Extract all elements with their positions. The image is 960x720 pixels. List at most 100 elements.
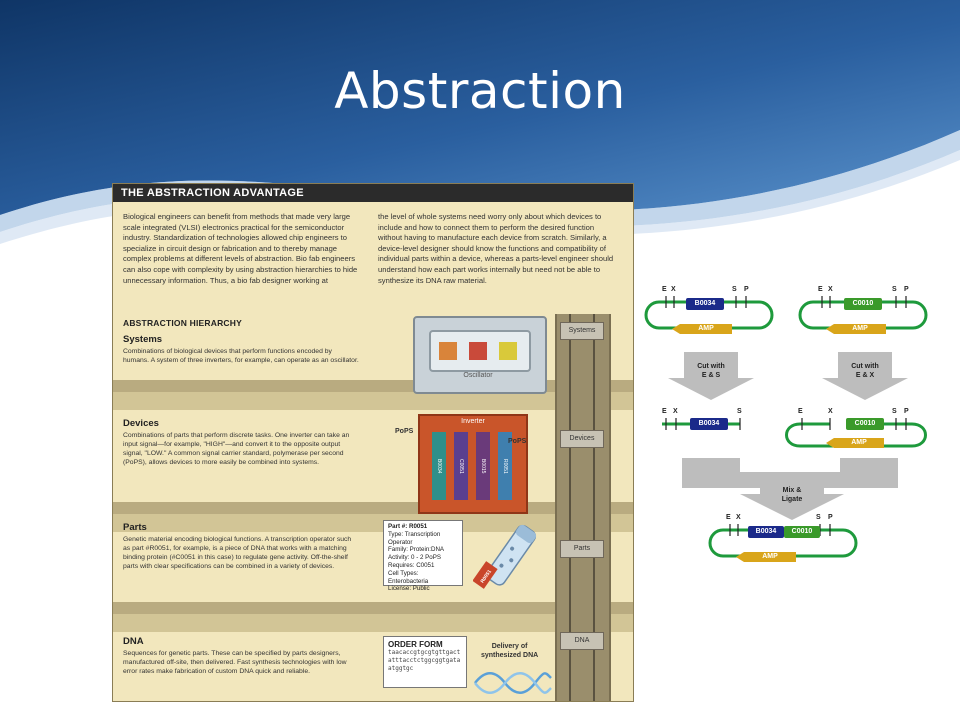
inverter-part-4: R0051 [498, 432, 512, 500]
site-e-label: E [662, 286, 667, 293]
c0010-block-b [844, 298, 882, 310]
biobrick-assembly-diagram: E X S P E X S P E X S E X S P E X S P B0… [640, 282, 960, 582]
site-s-label: S [732, 286, 737, 293]
order-sequence-line: atttacctctggcggtgata [388, 657, 461, 664]
b0034-label: B0034 [694, 300, 716, 307]
amp-marker-a [672, 324, 732, 334]
site-s-label: S [892, 286, 897, 293]
site-s-label: S [737, 408, 742, 415]
c0010-composite [784, 526, 820, 538]
b0034-block-a [686, 298, 724, 310]
assembly-graphics [644, 296, 928, 562]
shelf-systems-band [113, 392, 633, 410]
amp-marker-vector [826, 438, 884, 448]
cut-right-line: E & X [855, 372, 875, 379]
oscillator-box: Oscillator [413, 316, 547, 394]
mix-line: Mix & [782, 487, 802, 494]
site-e-label: E [726, 514, 731, 521]
elevator-rail-right [593, 314, 595, 701]
slide-title: Abstraction [334, 62, 626, 120]
hierarchy-title: ABSTRACTION HIERARCHY [123, 318, 242, 328]
part-spec-line: Requires: C0051 [388, 561, 435, 569]
part-spec-line: Family: Protein:DNA [388, 546, 445, 554]
b0034-label: B0034 [698, 420, 720, 427]
amp-label: AMP [852, 325, 868, 332]
b0034-fragment [690, 418, 728, 430]
mix-line: Ligate [781, 496, 803, 503]
elevator-rail-left [569, 314, 571, 701]
part-spec-card: Part #: R0051 Type: Transcription Operat… [383, 520, 463, 592]
pops-output-label: PoPS [508, 438, 527, 445]
mix-ligate-label: Mix & Ligate [764, 486, 820, 504]
cut-right-label: Cut with E & X [838, 362, 892, 380]
part-spec-line: Cell Types: Enterobacteria [388, 569, 429, 585]
site-x-label: X [673, 408, 678, 415]
intro-right-text: the level of whole systems need worry on… [378, 212, 614, 285]
inverter-device: Inverter B0034 C0051 B0015 R0051 [418, 414, 528, 514]
amp-marker-b [826, 324, 886, 334]
site-s-label: S [892, 408, 897, 415]
order-sequence-line: taacaccgtgcgtgttgact [388, 649, 461, 656]
site-x-label: X [828, 286, 833, 293]
floor-sign-dna: DNA [560, 632, 604, 650]
cut-right-line: Cut with [851, 363, 879, 370]
site-p-label: P [904, 408, 909, 415]
site-s-label: S [816, 514, 821, 521]
dna-helix-image [474, 672, 552, 694]
site-x-label: X [828, 408, 833, 415]
order-form: ORDER FORM taacaccgtgcgtgttgact atttacct… [383, 636, 467, 688]
site-x-label: X [671, 286, 676, 293]
cut-left-line: E & S [701, 372, 721, 379]
pops-input-label: PoPS [395, 428, 414, 435]
shelf-devices-band [113, 514, 633, 532]
part-spec-line: License: Public [388, 585, 430, 593]
poster-header: THE ABSTRACTION ADVANTAGE [113, 184, 633, 202]
level-desc-parts: Genetic material encoding biological fun… [123, 536, 352, 570]
c0010-label: C0010 [854, 420, 876, 427]
order-form-title: ORDER FORM [388, 640, 443, 649]
shelf-parts [113, 602, 633, 614]
level-title-devices: Devices [123, 418, 159, 429]
oscillator-inverter-3 [499, 342, 517, 360]
level-desc-devices: Combinations of parts that perform discr… [123, 432, 350, 466]
level-title-parts: Parts [123, 522, 147, 533]
part-spec-line: Type: Transcription Operator [388, 530, 441, 546]
floor-sign-parts: Parts [560, 540, 604, 558]
site-e-label: E [662, 408, 667, 415]
intro-left-text: Biological engineers can benefit from me… [123, 212, 358, 285]
site-x-label: X [736, 514, 741, 521]
b0034-composite [748, 526, 784, 538]
mix-arrow [682, 458, 898, 520]
dna-vial-image: R0051 [473, 524, 537, 589]
level-desc-systems: Combinations of biological devices that … [123, 348, 359, 364]
delivery-line: Delivery of [491, 643, 528, 650]
site-p-label: P [828, 514, 833, 521]
inverter-part-3: B0015 [476, 432, 490, 500]
c0010-label: C0010 [852, 300, 874, 307]
inverter-label: Inverter [461, 418, 485, 425]
delivery-line: synthesized DNA [481, 652, 539, 659]
floor-sign-devices: Devices [560, 430, 604, 448]
oscillator-label: Oscillator [463, 372, 493, 379]
shelf-parts-band [113, 614, 633, 632]
order-sequence-line: atggtgc [388, 665, 414, 672]
b0034-label: B0034 [755, 528, 777, 535]
oscillator-inverter-1 [439, 342, 457, 360]
cut-arrow-left [668, 352, 754, 400]
cut-left-label: Cut with E & S [684, 362, 738, 380]
site-p-label: P [904, 286, 909, 293]
c0010-in-vector [846, 418, 884, 430]
site-e-label: E [798, 408, 803, 415]
amp-label: AMP [698, 325, 714, 332]
delivery-caption: Delivery of synthesized DNA [481, 642, 538, 660]
oscillator-inverter-2 [469, 342, 487, 360]
level-desc-dna: Sequences for genetic parts. These can b… [123, 650, 347, 675]
inverter-part-2: C0051 [454, 432, 468, 500]
amp-label: AMP [851, 439, 867, 446]
amp-label: AMP [762, 553, 778, 560]
oscillator-circuit [429, 330, 531, 372]
part-spec-line: Part #: R0051 [388, 523, 428, 530]
part-spec-line: Activity: 0 - 2 PoPS [388, 554, 441, 562]
cut-left-line: Cut with [697, 363, 725, 370]
site-p-label: P [744, 286, 749, 293]
